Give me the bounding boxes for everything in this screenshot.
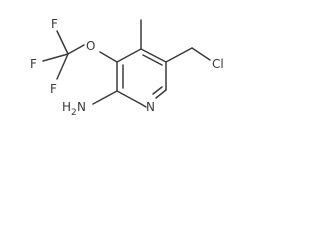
bond-c5-ch2	[165, 47, 193, 63]
bond-cf3-f-bottom	[56, 53, 69, 80]
bond-c4-c5-double	[142, 54, 163, 66]
bond-o-cf3	[67, 44, 85, 55]
atom-amine-n: N	[77, 100, 86, 114]
atom-cl: Cl	[212, 57, 224, 71]
bond-cf3-f-top	[56, 30, 69, 55]
chemical-structure-canvas: F F F O Cl N H 2 N	[0, 0, 260, 134]
atom-f-bottom: F	[50, 82, 57, 96]
bond-ch2-cl	[191, 47, 211, 61]
atom-amine-subscript: 2	[71, 108, 77, 118]
bond-c1-c2	[116, 90, 142, 105]
bond-c6-n-double	[152, 86, 163, 95]
bond-c6-n	[155, 89, 167, 99]
bond-c2-nh2	[92, 90, 118, 105]
atom-n-ring: N	[146, 100, 155, 114]
atom-o: O	[86, 39, 95, 53]
atom-f-left: F	[30, 57, 37, 71]
bond-c3-o	[99, 51, 118, 63]
atom-amine-h: H	[62, 100, 71, 114]
bond-c3-c4	[116, 48, 142, 63]
bond-cf3-f-left	[42, 53, 69, 62]
bond-c4-c5	[140, 48, 167, 63]
bond-n-c1	[140, 103, 147, 108]
atom-f-top: F	[51, 17, 58, 31]
molecule-drawing: F F F O Cl N H 2 N	[30, 17, 224, 118]
